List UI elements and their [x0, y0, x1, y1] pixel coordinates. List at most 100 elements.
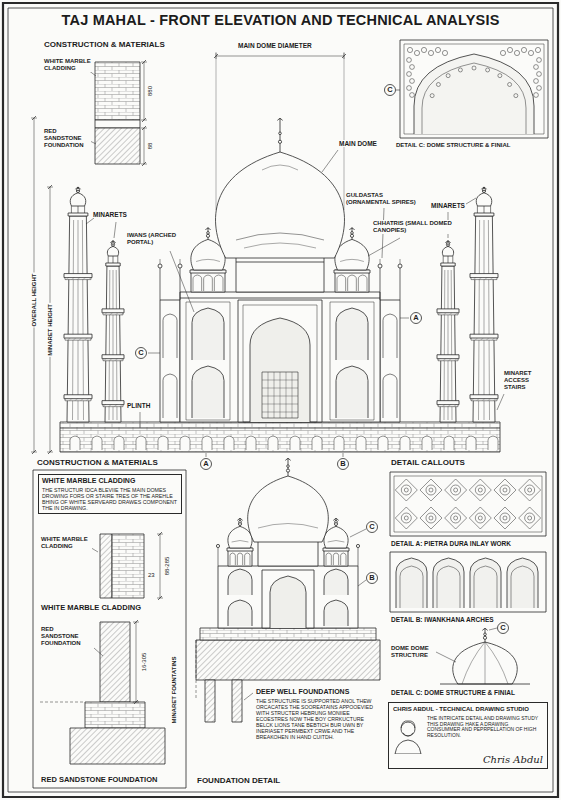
- front-elevation: [236, 233, 324, 240]
- finial: [280, 118, 281, 152]
- front-elevation: [400, 436, 410, 450]
- front-elevation: [380, 300, 400, 422]
- minaret: [479, 220, 480, 420]
- material-section-panel: [85, 702, 145, 728]
- front-elevation: [206, 453, 207, 457]
- finial: [278, 118, 283, 152]
- front-elevation: [70, 436, 80, 450]
- front-elevation: [216, 52, 217, 210]
- chhatri: [337, 275, 346, 291]
- front-elevation: [398, 264, 402, 268]
- finial: [483, 628, 488, 642]
- minaret: [78, 206, 79, 213]
- front-elevation: [268, 372, 269, 418]
- part-label: DETAIL CALLOUTS: [390, 458, 466, 467]
- dome-detail-panel: [396, 40, 548, 138]
- dimension-text: MINARET FOUNTATINS: [171, 656, 178, 725]
- signature: Chris Abdul: [393, 754, 543, 766]
- finial: [206, 228, 211, 230]
- dimension-text: 88: [147, 142, 154, 151]
- front-elevation: [383, 314, 397, 358]
- inlay-detail: [426, 513, 436, 523]
- front-elevation: [262, 372, 298, 418]
- foundation-elevation: [324, 569, 348, 595]
- inlay-detail: [420, 507, 442, 529]
- dome-detail-panel: [407, 58, 412, 63]
- minaret: [473, 216, 495, 422]
- front-elevation: [192, 308, 224, 360]
- minaret: [470, 274, 498, 278]
- portrait: [393, 716, 423, 754]
- foundation-elevation: [270, 576, 306, 628]
- front-elevation: [180, 292, 380, 422]
- finial: [288, 458, 289, 476]
- minaret: [438, 313, 458, 315]
- dome-detail-panel: [410, 93, 415, 98]
- foundation-elevation: [258, 540, 318, 566]
- dome-detail-panel: [446, 74, 450, 78]
- portrait: [401, 721, 415, 736]
- dome-detail: [462, 642, 508, 684]
- dome-detail-panel: [537, 58, 542, 63]
- minaret: [438, 359, 458, 361]
- minaret: [441, 263, 455, 266]
- finial: [446, 240, 451, 246]
- minaret: [442, 246, 453, 256]
- chhatri: [228, 548, 252, 566]
- minaret: [116, 270, 118, 420]
- front-elevation: [268, 436, 278, 450]
- callout-ring: [367, 522, 378, 533]
- minaret: [117, 256, 118, 263]
- finial: [482, 187, 487, 189]
- dome-detail: [436, 628, 530, 684]
- dome-detail-panel: [442, 50, 447, 55]
- chhatri: [237, 553, 242, 565]
- finial: [206, 228, 211, 240]
- front-elevation: [344, 52, 345, 210]
- minaret: [484, 220, 485, 420]
- finial: [483, 188, 486, 191]
- arch-detail: [437, 566, 460, 608]
- dome-detail-panel: [534, 93, 539, 98]
- callout-letter: A: [200, 458, 212, 470]
- finial: [484, 633, 487, 636]
- front-elevation: [192, 366, 224, 418]
- chhatri: [245, 553, 250, 565]
- front-elevation: [48, 185, 52, 189]
- material-detail: [142, 126, 146, 130]
- front-elevation: [262, 412, 298, 413]
- chhatri: [191, 270, 225, 292]
- front-elevation: [48, 450, 52, 454]
- callout-ring: [201, 459, 212, 470]
- callout-ring: [136, 348, 147, 359]
- part-label: DOME DOME STRUCTURE: [390, 645, 436, 659]
- front-elevation: [380, 259, 381, 264]
- inlay-detail: [429, 516, 433, 520]
- front-elevation: [86, 218, 94, 224]
- front-elevation: [158, 436, 168, 450]
- callout-letter: C: [384, 84, 396, 96]
- part-label: DETAIL C: DOME STRUCTURE & FINIAL: [395, 142, 511, 149]
- dome-detail-panel: [422, 63, 526, 134]
- finial: [111, 241, 116, 243]
- dome-detail: [436, 652, 456, 662]
- chhatri: [193, 275, 202, 291]
- minaret: [108, 256, 109, 263]
- front-elevation: [170, 251, 194, 312]
- finial: [76, 187, 81, 189]
- part-label: GULDASTAS (ORNAMENTAL SPIRES): [345, 192, 425, 206]
- arch-detail: [433, 558, 464, 608]
- foundation-elevation: [228, 600, 252, 626]
- material-detail: [144, 62, 145, 120]
- front-elevation: [262, 165, 298, 170]
- callout-circle: B: [337, 458, 349, 470]
- inlay-detail: [394, 476, 542, 532]
- foundation-elevation: [232, 680, 242, 722]
- front-elevation: [186, 302, 230, 420]
- minaret: [437, 240, 459, 422]
- minaret: [103, 405, 123, 407]
- front-elevation: [262, 404, 298, 405]
- minaret: [471, 338, 497, 340]
- front-elevation: [160, 300, 180, 422]
- chhatri: [333, 553, 338, 565]
